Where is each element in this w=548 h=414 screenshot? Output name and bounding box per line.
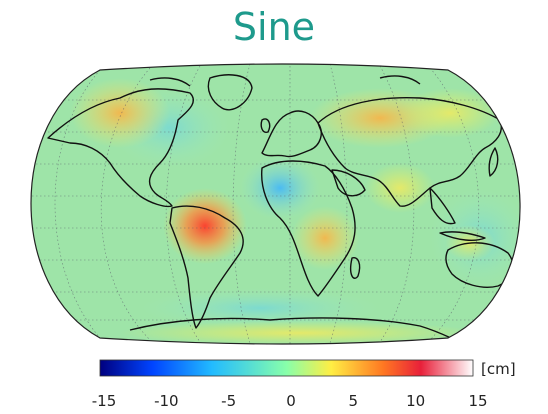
arabia-coast — [331, 169, 366, 197]
colorbar-tick-label: -15 — [92, 392, 117, 410]
asia-coast — [317, 96, 502, 207]
anomaly-north-atlantic-core — [240, 156, 320, 220]
antarctica-coast — [129, 317, 461, 343]
colorbar-gradient — [99, 359, 474, 377]
colorbar-tick-label: 5 — [349, 392, 359, 410]
africa-coast — [261, 160, 356, 297]
anomaly-antarctica — [120, 321, 480, 344]
colorbar-tick-label: 0 — [286, 392, 296, 410]
indonesia-coast — [439, 231, 486, 241]
coastlines — [47, 74, 533, 343]
map-outline — [30, 63, 521, 345]
colorbar-tick-label: -10 — [154, 392, 179, 410]
anomaly-north-america — [70, 78, 170, 148]
graticule — [31, 64, 521, 344]
arctic-islands-coast — [149, 75, 421, 87]
europe-coast — [261, 110, 322, 158]
madagascar-coast — [349, 257, 361, 279]
colorbar-tick-label: 15 — [468, 392, 487, 410]
colorbar-tick-label: 10 — [406, 392, 425, 410]
colorbar-ticks: -15 -10 -5 0 5 10 15 — [92, 392, 488, 410]
colorbar-unit: [cm] — [481, 360, 516, 378]
colorbar: [cm] -15 -10 -5 0 5 10 15 — [92, 359, 516, 410]
anomaly-central-africa — [291, 206, 359, 270]
anomaly-siberia — [400, 88, 500, 138]
anomaly-india — [365, 163, 435, 213]
south-america-coast — [169, 205, 244, 329]
anomaly-amazon — [163, 188, 247, 264]
map-title: Sine — [232, 5, 316, 49]
australia-coast — [445, 242, 514, 288]
north-america-coast — [47, 88, 195, 208]
colorbar-tick-label: -5 — [221, 392, 236, 410]
southeast-asia-coast — [429, 187, 456, 225]
uk-coast — [260, 118, 271, 133]
world-map — [30, 63, 533, 345]
japan-coast — [488, 147, 499, 177]
greenland-coast — [207, 74, 253, 111]
new-zealand-coast — [526, 283, 533, 304]
